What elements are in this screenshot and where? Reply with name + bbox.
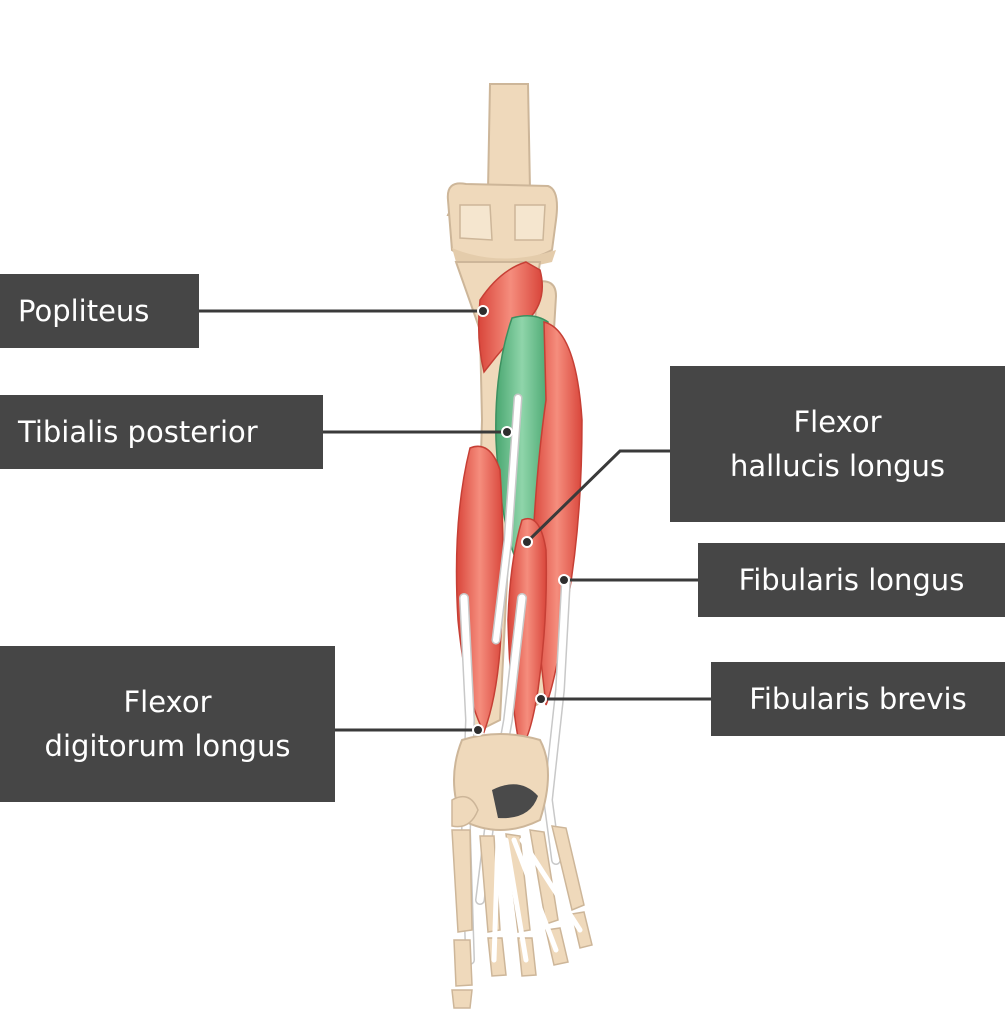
label-fibularis-longus: Fibularis longus <box>698 543 1005 617</box>
label-flexor-hallucis-longus: Flexor hallucis longus <box>670 366 1005 522</box>
label-tibialis-posterior: Tibialis posterior <box>0 395 323 469</box>
leader-point-popliteus <box>477 305 489 317</box>
label-flexor-digitorum-longus-text: Flexor digitorum longus <box>44 685 291 763</box>
leader-line-flexor-hallucis-longus <box>525 449 670 544</box>
label-fibularis-brevis-text: Fibularis brevis <box>749 682 967 716</box>
label-fibularis-brevis: Fibularis brevis <box>711 662 1005 736</box>
label-popliteus: Popliteus <box>0 274 199 348</box>
label-flexor-digitorum-longus: Flexor digitorum longus <box>0 646 335 802</box>
leader-points <box>472 305 570 736</box>
label-popliteus-text: Popliteus <box>18 294 150 328</box>
knee-joint <box>446 182 558 269</box>
leader-point-flexor-digitorum-longus <box>472 724 484 736</box>
leader-point-tibialis-posterior <box>501 426 513 438</box>
ankle-bones <box>451 733 549 831</box>
label-tibialis-posterior-text: Tibialis posterior <box>18 415 258 449</box>
leader-point-flexor-hallucis-longus <box>521 536 533 548</box>
label-fibularis-longus-text: Fibularis longus <box>738 563 965 597</box>
leader-lines <box>199 309 711 732</box>
leader-point-fibularis-longus <box>558 574 570 586</box>
label-flexor-hallucis-longus-text: Flexor hallucis longus <box>729 405 946 483</box>
leader-point-fibularis-brevis <box>535 693 547 705</box>
toe-tendons <box>491 837 583 963</box>
